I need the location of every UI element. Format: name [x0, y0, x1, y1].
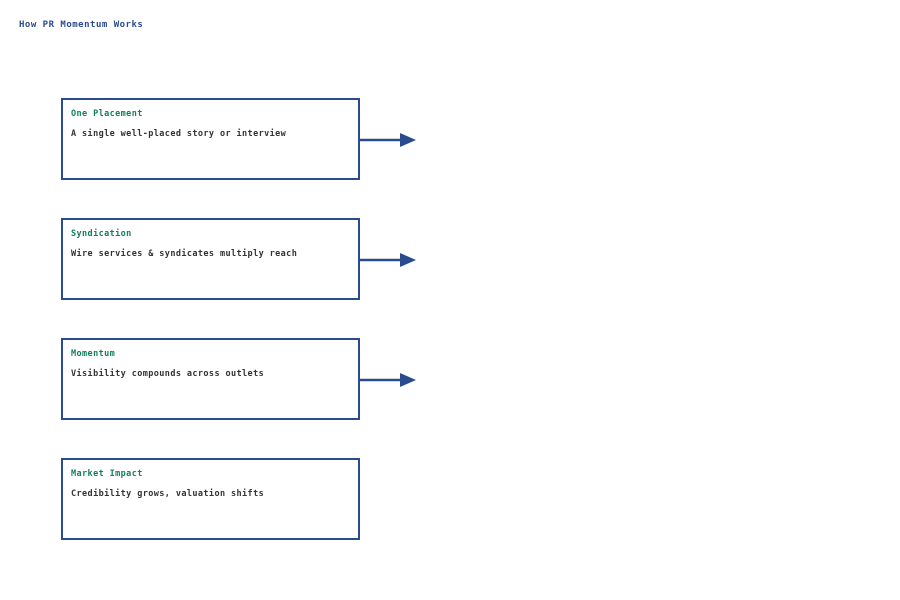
flow-arrow-icon — [358, 250, 418, 270]
flow-step-title: Syndication — [71, 229, 132, 239]
flow-step-title: Momentum — [71, 349, 116, 359]
flow-step-title: One Placement — [71, 109, 143, 119]
flow-step-market-impact[interactable]: Market Impact Credibility grows, valuati… — [61, 458, 360, 540]
flow-step-one-placement[interactable]: One Placement A single well-placed story… — [61, 98, 360, 180]
flow-step-description: A single well-placed story or interview — [71, 129, 287, 139]
flow-step-title: Market Impact — [71, 469, 143, 479]
flow-arrow-icon — [358, 130, 418, 150]
page-title: How PR Momentum Works — [19, 20, 144, 30]
flow-step-syndication[interactable]: Syndication Wire services & syndicates m… — [61, 218, 360, 300]
flow-step-momentum[interactable]: Momentum Visibility compounds across out… — [61, 338, 360, 420]
flow-step-description: Visibility compounds across outlets — [71, 369, 265, 379]
flow-arrow-icon — [358, 370, 418, 390]
flow-step-description: Wire services & syndicates multiply reac… — [71, 249, 298, 259]
flow-step-description: Credibility grows, valuation shifts — [71, 489, 265, 499]
